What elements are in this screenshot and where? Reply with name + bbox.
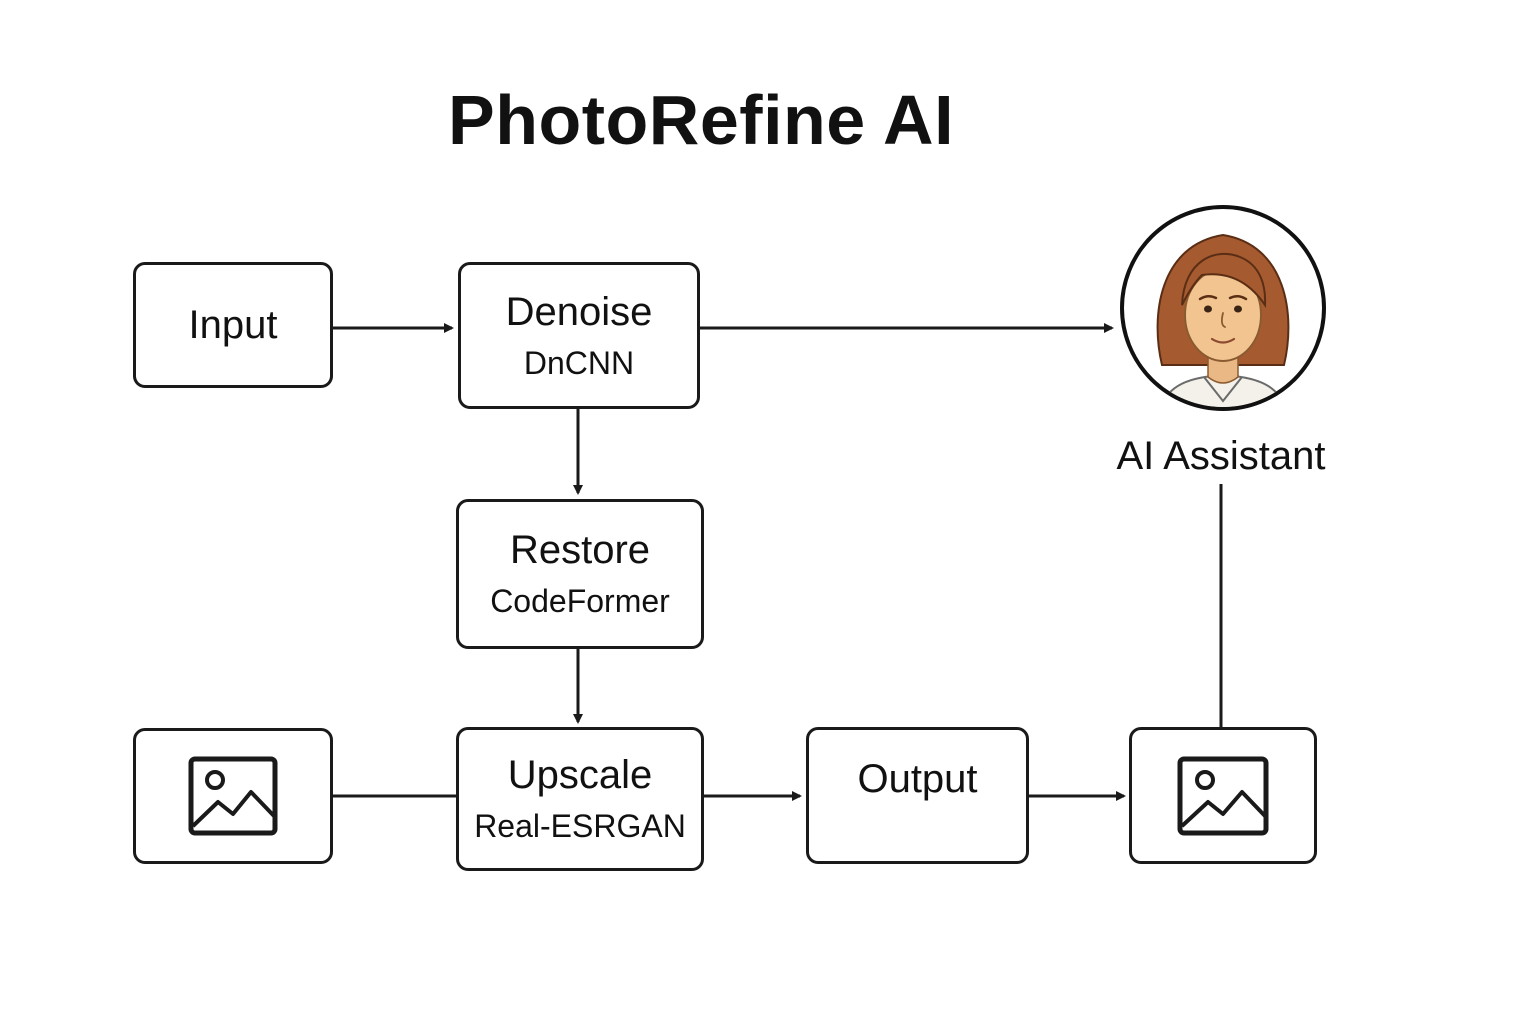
restore-node[interactable]: Restore CodeFormer <box>456 499 704 649</box>
assistant-label: AI Assistant <box>1116 434 1326 478</box>
diagram-title: PhotoRefine AI <box>448 81 955 159</box>
image-icon <box>1177 756 1269 835</box>
restore-node-model: CodeFormer <box>490 583 670 619</box>
output-node-title: Output <box>857 757 978 801</box>
source-image-node[interactable] <box>133 728 333 864</box>
upscale-node-model: Real-ESRGAN <box>474 808 686 844</box>
denoise-node-model: DnCNN <box>523 344 635 381</box>
input-node[interactable]: Input <box>133 262 333 388</box>
denoise-node[interactable]: Denoise DnCNN <box>458 262 700 409</box>
input-node-title: Input <box>188 303 278 347</box>
woman-avatar-icon[interactable] <box>1120 205 1326 411</box>
denoise-node-title: Denoise <box>505 289 653 334</box>
image-icon <box>188 756 278 836</box>
result-image-node[interactable] <box>1129 727 1317 864</box>
restore-node-title: Restore <box>509 528 651 572</box>
upscale-node[interactable]: Upscale Real-ESRGAN <box>456 727 704 871</box>
upscale-node-title: Upscale <box>507 753 653 797</box>
output-node[interactable]: Output <box>806 727 1029 864</box>
